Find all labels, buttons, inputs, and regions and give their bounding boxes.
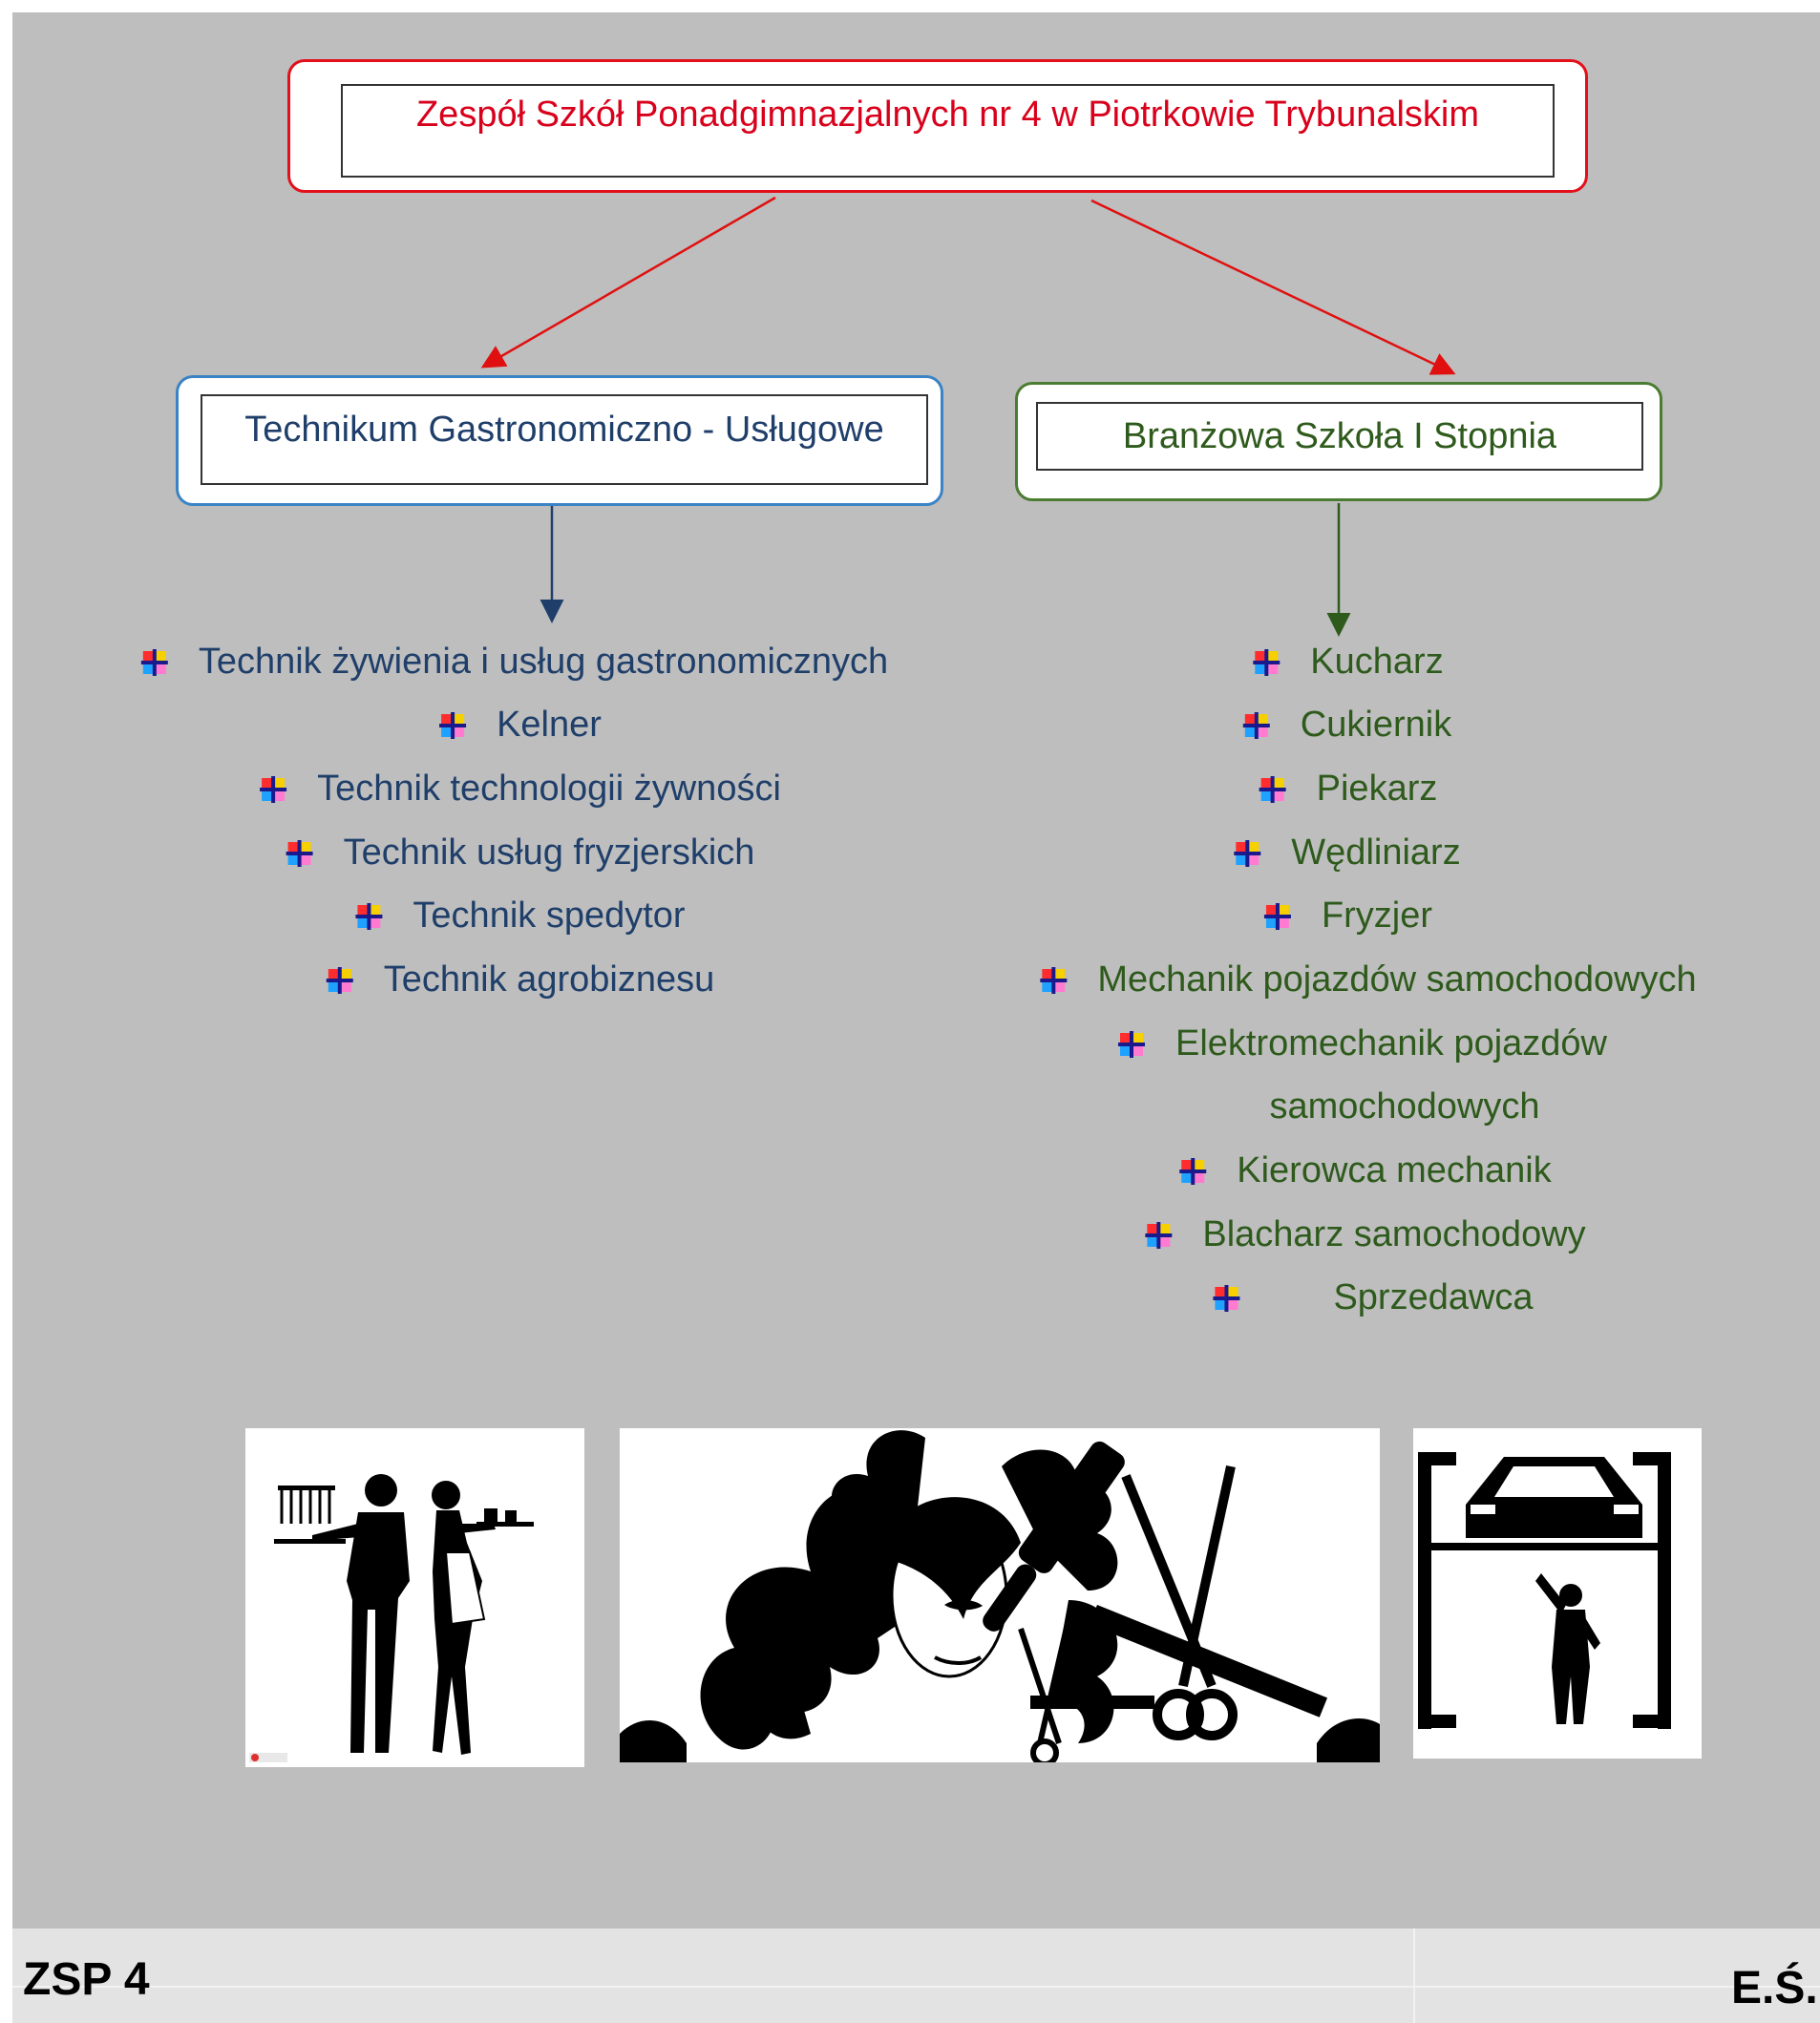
footer-line — [12, 1986, 1820, 1988]
root-title: Zespół Szkół Ponadgimnazjalnych nr 4 w P… — [415, 94, 1480, 135]
hairdresser-silhouette-icon — [620, 1430, 1380, 1762]
bullet-icon — [1242, 711, 1270, 739]
list-item: Kierowca mechanik — [1179, 1150, 1552, 1191]
root-node-inner: Zespół Szkół Ponadgimnazjalnych nr 4 w P… — [341, 84, 1555, 178]
bullet-icon — [326, 966, 353, 994]
list-item: Technik spedytor — [355, 896, 686, 937]
list-item: Cukiernik — [1242, 705, 1451, 746]
bullet-icon — [355, 902, 383, 930]
car-mechanic-lift-silhouette-icon — [1418, 1452, 1671, 1729]
list-item: Technik usług fryzjerskich — [286, 832, 754, 874]
list-item: Kelner — [439, 705, 602, 746]
hairdresser-image — [620, 1428, 1380, 1762]
bullet-icon — [1213, 1284, 1240, 1312]
bullet-icon — [286, 839, 313, 867]
list-item: Wędliniarz — [1234, 832, 1461, 874]
waiter-waitress-image — [245, 1428, 584, 1767]
bullet-icon — [1259, 775, 1286, 803]
footer-right-label: E.Ś. — [1731, 1963, 1818, 2013]
arrow-root-to-left — [480, 196, 776, 369]
right-branch-title: Branżowa Szkoła I Stopnia — [1122, 415, 1557, 456]
footer-divider — [1413, 1928, 1415, 2023]
list-item: Technik agrobiznesu — [326, 959, 714, 1001]
bullet-icon — [1253, 648, 1280, 676]
bullet-icon — [1040, 966, 1068, 994]
right-branch-node-inner: Branżowa Szkoła I Stopnia — [1036, 402, 1643, 471]
arrow-root-to-right — [1090, 199, 1456, 375]
bullet-icon — [439, 711, 467, 739]
list-item: Technik technologii żywności — [260, 769, 781, 810]
list-item: Fryzjer — [1263, 896, 1432, 937]
mechanic-image — [1413, 1428, 1702, 1759]
list-item: Blacharz samochodowy — [1145, 1214, 1586, 1255]
bullet-icon — [1117, 1030, 1145, 1058]
footer-bar — [12, 1928, 1820, 2023]
list-item: Sprzedawca — [1213, 1277, 1534, 1318]
list-item: Kucharz — [1253, 642, 1444, 683]
bullet-icon — [140, 648, 168, 676]
list-item: Piekarz — [1259, 769, 1437, 810]
footer-left-label: ZSP 4 — [23, 1954, 150, 2005]
bullet-icon — [1263, 902, 1291, 930]
bullet-icon — [1145, 1221, 1173, 1249]
bullet-icon — [1234, 839, 1261, 867]
list-item: Elektromechanik pojazdów — [1117, 1023, 1607, 1064]
list-item: Technik żywienia i usług gastronomicznyc… — [140, 642, 888, 683]
left-branch-title: Technikum Gastronomiczno - Usługowe — [244, 410, 884, 450]
waiter-waitress-silhouette-icon — [249, 1474, 534, 1762]
bullet-icon — [1179, 1157, 1207, 1185]
list-item: samochodowych — [1269, 1086, 1540, 1127]
bullet-icon — [260, 775, 287, 803]
list-item: Mechanik pojazdów samochodowych — [1040, 959, 1697, 1001]
left-branch-node-inner: Technikum Gastronomiczno - Usługowe — [201, 394, 928, 485]
